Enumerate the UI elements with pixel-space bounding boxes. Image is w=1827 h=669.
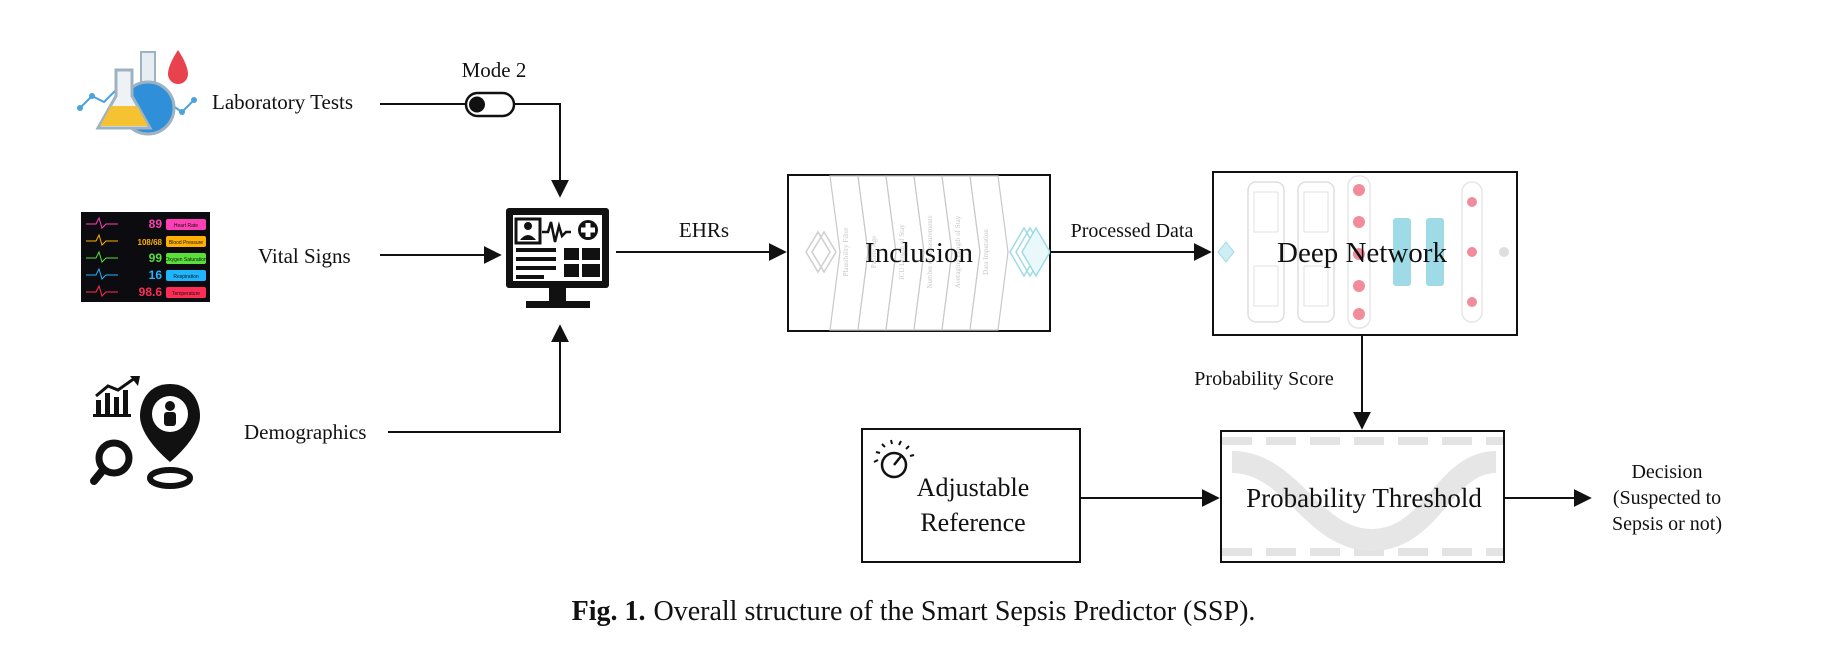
lab-tests-label: Laboratory Tests [212, 90, 353, 114]
decision-line1: Decision [1631, 461, 1702, 483]
lab-flask-icon [77, 50, 197, 136]
vital-waveform [86, 216, 118, 229]
vital-value: 16 [149, 268, 163, 282]
figure-caption: Fig. 1.Overall structure of the Smart Se… [0, 596, 1827, 628]
vital-waveform [86, 284, 118, 297]
inclusion-step-2: Patient Age [870, 236, 878, 268]
dial-knob-icon [873, 439, 915, 479]
vital-waveform [86, 233, 118, 246]
probability-threshold-box [1220, 430, 1505, 563]
ehrs-label: EHRs [679, 218, 729, 242]
demographics-icon [90, 376, 200, 489]
decision-line3: Sepsis or not) [1612, 513, 1722, 535]
vital-badge [166, 270, 206, 281]
mode-label: Mode 2 [462, 58, 527, 82]
vital-badge [166, 253, 206, 264]
probability-score-label: Probability Score [1194, 368, 1334, 390]
vital-waveform [86, 267, 118, 280]
probability-threshold-title: Probability Threshold [1246, 483, 1482, 513]
deep-network-title: Deep Network [1277, 237, 1447, 269]
vital-badge [166, 287, 206, 298]
vital-waveform [86, 250, 118, 263]
toggle-to-ehr-arrow [514, 103, 569, 198]
inclusion-step-1: Plausibility Filter [842, 227, 850, 276]
ehr-computer-icon [506, 208, 609, 308]
vital-badge [166, 219, 206, 230]
inclusion-title: Inclusion [865, 237, 973, 269]
vital-value: 108/68 [138, 238, 163, 247]
vital-value: 98.6 [139, 285, 163, 299]
demographics-label: Demographics [244, 420, 366, 444]
demographics-to-ehr-arrow [388, 324, 569, 433]
vital-label: Blood Pressure [169, 240, 203, 246]
vital-label: Temperature [172, 291, 200, 297]
inclusion-step-5: Averaging Length of Stay [954, 215, 962, 288]
vital-value: 89 [149, 217, 163, 231]
vital-badge [166, 236, 206, 247]
adjustable-reference-line2: Reference [920, 508, 1025, 537]
deep-network-box [1212, 171, 1518, 336]
processed-data-label: Processed Data [1071, 220, 1194, 242]
vital-label: Oxygen Saturation [165, 257, 207, 263]
vital-signs-label: Vital Signs [258, 244, 351, 268]
figure-caption-prefix: Fig. 1. [571, 596, 646, 627]
decision-line2: (Suspected to [1613, 487, 1721, 509]
mode-toggle-switch[interactable] [464, 91, 516, 118]
adjustable-reference-line1: Adjustable [917, 473, 1030, 502]
inclusion-step-4: Number of Measurements [926, 215, 934, 288]
vital-value: 99 [149, 251, 163, 265]
inclusion-step-3: ICU Length of Stay [898, 224, 906, 280]
inclusion-box [787, 174, 1051, 332]
inclusion-step-6: Data Imputation [982, 229, 990, 275]
adjustable-reference-box [861, 428, 1081, 563]
figure-caption-text: Overall structure of the Smart Sepsis Pr… [653, 596, 1256, 627]
vital-label: Respiration [173, 274, 199, 280]
vital-label: Heart Rate [174, 223, 198, 229]
